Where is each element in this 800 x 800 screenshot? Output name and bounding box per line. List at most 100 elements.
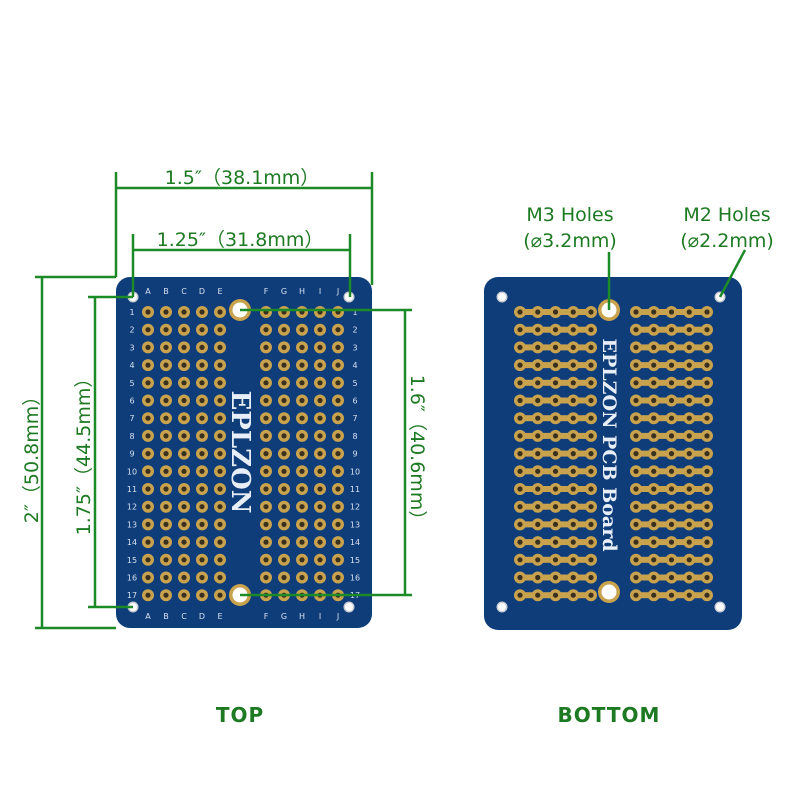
pad-hole: [281, 557, 287, 563]
m3-hole: [601, 584, 617, 600]
pad-hole: [263, 539, 269, 545]
pad-hole: [668, 451, 675, 457]
pad-hole: [651, 327, 657, 333]
pad-hole: [317, 362, 323, 368]
column-label-top: A: [145, 287, 151, 296]
pad-hole: [217, 592, 223, 598]
pad-hole: [552, 309, 559, 315]
pad-hole: [335, 574, 341, 581]
row-label-right: 3: [352, 343, 357, 352]
row-label-right: 6: [352, 397, 357, 406]
pad-hole: [651, 574, 657, 581]
pad-hole: [145, 504, 151, 510]
pad-hole: [317, 397, 323, 404]
pad-hole: [299, 468, 305, 474]
pad-hole: [217, 451, 223, 457]
pad-hole: [570, 486, 576, 492]
pad-hole: [686, 344, 692, 350]
pad-hole: [668, 362, 675, 368]
pad-hole: [570, 433, 576, 439]
pad-hole: [704, 451, 710, 457]
pad-hole: [570, 574, 576, 581]
column-label-top: F: [264, 287, 269, 296]
pad-hole: [335, 344, 341, 350]
pad-hole: [570, 504, 576, 510]
row-label-left: 5: [129, 379, 134, 388]
pad-hole: [199, 327, 205, 333]
pad-hole: [317, 451, 323, 457]
pad-hole: [668, 539, 675, 545]
pad-hole: [588, 362, 594, 368]
pad-hole: [686, 574, 692, 581]
column-label-bottom: F: [264, 612, 269, 621]
column-label-bottom: I: [319, 612, 321, 621]
column-label-bottom: D: [199, 612, 205, 621]
pad-hole: [552, 486, 559, 492]
column-label-bottom: E: [217, 612, 222, 621]
pad-hole: [588, 486, 594, 492]
pad-hole: [552, 557, 559, 563]
pad-hole: [163, 557, 169, 563]
pad-hole: [181, 397, 187, 404]
pad-hole: [163, 380, 169, 386]
pad-hole: [668, 397, 675, 404]
pad-hole: [299, 521, 305, 528]
pad-hole: [281, 397, 287, 404]
pad-hole: [217, 521, 223, 528]
pad-hole: [668, 557, 675, 563]
pad-hole: [552, 397, 559, 404]
pad-hole: [651, 380, 657, 386]
pad-hole: [552, 344, 559, 350]
m2-hole: [498, 293, 506, 301]
pad-hole: [535, 362, 541, 368]
column-label-top: G: [281, 287, 287, 296]
pad-hole: [335, 539, 341, 545]
pad-hole: [535, 592, 541, 598]
pad-hole: [651, 433, 657, 439]
row-label-right: 1: [352, 308, 357, 317]
pad-hole: [633, 539, 639, 545]
pad-hole: [317, 486, 323, 492]
pad-hole: [281, 362, 287, 368]
pad-hole: [535, 433, 541, 439]
pad-hole: [668, 504, 675, 510]
pad-hole: [299, 344, 305, 350]
column-label-top: E: [217, 287, 222, 296]
pad-hole: [570, 380, 576, 386]
pad-hole: [651, 415, 657, 421]
pad-hole: [217, 309, 223, 315]
pad-hole: [263, 451, 269, 457]
pad-hole: [686, 592, 692, 598]
column-label-top: I: [319, 287, 321, 296]
pad-hole: [633, 327, 639, 333]
row-label-left: 12: [127, 503, 137, 512]
pad-hole: [633, 309, 639, 315]
pad-hole: [299, 451, 305, 457]
pad-hole: [145, 327, 151, 333]
pad-hole: [552, 415, 559, 421]
pad-hole: [335, 486, 341, 492]
pad-hole: [217, 327, 223, 333]
pad-hole: [668, 468, 675, 474]
pad-hole: [263, 362, 269, 368]
row-label-left: 15: [127, 556, 137, 565]
pad-hole: [299, 362, 305, 368]
pad-hole: [686, 451, 692, 457]
column-label-bottom: J: [336, 612, 339, 621]
pad-hole: [263, 433, 269, 439]
pad-hole: [517, 574, 523, 581]
pad-hole: [704, 468, 710, 474]
pad-hole: [704, 433, 710, 439]
pad-hole: [163, 468, 169, 474]
pad-hole: [633, 574, 639, 581]
pad-hole: [633, 433, 639, 439]
pad-hole: [668, 592, 675, 598]
pad-hole: [163, 362, 169, 368]
pad-hole: [588, 380, 594, 386]
pad-hole: [668, 380, 675, 386]
pad-hole: [199, 486, 205, 492]
pad-hole: [668, 327, 675, 333]
pad-hole: [145, 574, 151, 581]
pad-hole: [588, 539, 594, 545]
